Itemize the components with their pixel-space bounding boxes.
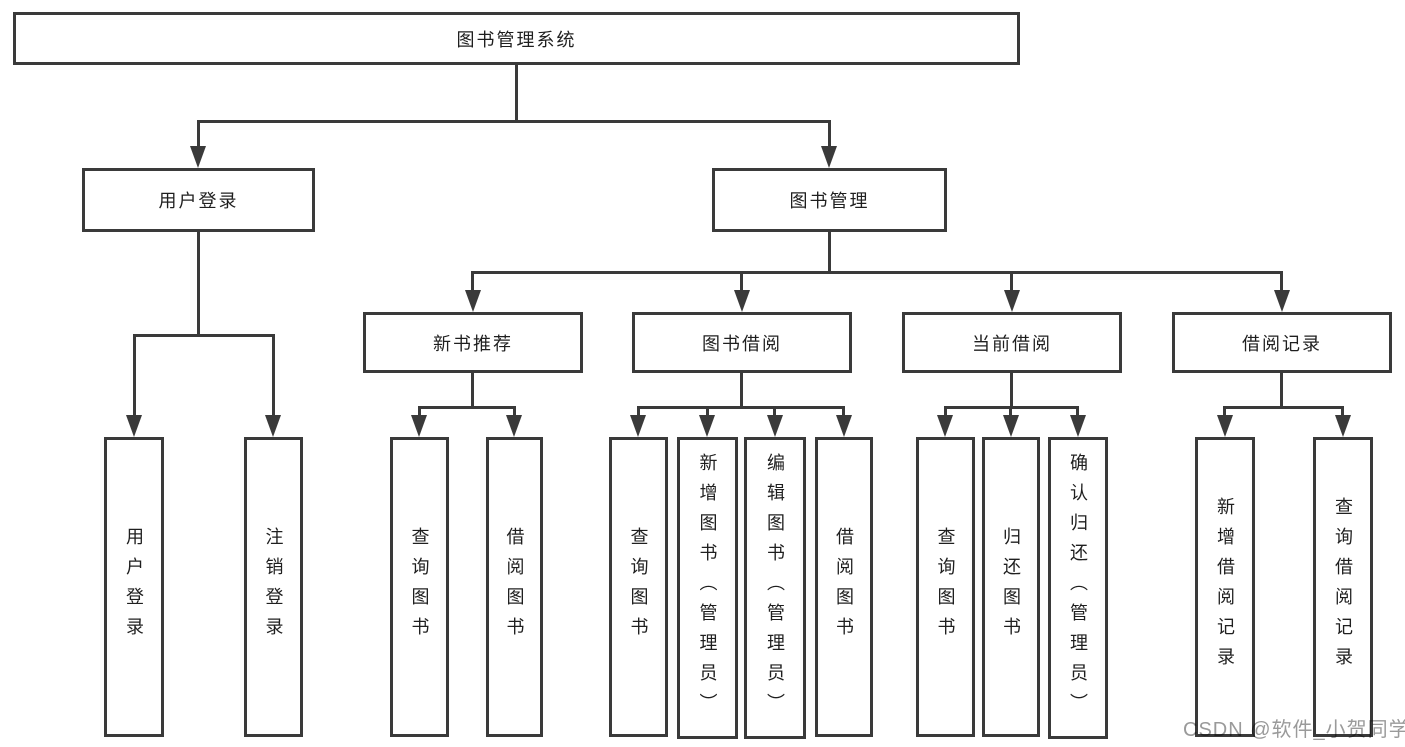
leaf-label: 查询图书 bbox=[935, 527, 956, 647]
node-new-book-recommendation: 新书推荐 bbox=[363, 312, 583, 373]
connector-stem bbox=[1223, 406, 1226, 415]
connector-hline bbox=[1223, 406, 1344, 409]
node-label: 新书推荐 bbox=[433, 333, 513, 354]
leaf-label: 注销登录 bbox=[263, 527, 284, 647]
connector-hline bbox=[637, 406, 845, 409]
leaf-label: 借阅图书 bbox=[504, 527, 525, 647]
connector-stem bbox=[1010, 271, 1013, 290]
leaf-user-login: 用户登录 bbox=[104, 437, 164, 737]
leaf-add-books-admin: 新增图书（管理员） bbox=[677, 437, 738, 739]
leaf-label: 查询图书 bbox=[409, 527, 430, 647]
arrow-down-icon bbox=[506, 415, 522, 437]
leaf-label: 借阅图书 bbox=[834, 527, 854, 647]
arrow-down-icon bbox=[821, 146, 837, 168]
connector-stem bbox=[1076, 406, 1079, 415]
leaf-return-books: 归还图书 bbox=[982, 437, 1040, 737]
connector-stem bbox=[842, 406, 845, 415]
connector-stem bbox=[418, 406, 421, 415]
arrow-down-icon bbox=[1335, 415, 1351, 437]
arrow-down-icon bbox=[937, 415, 953, 437]
node-label: 图书管理系统 bbox=[456, 29, 577, 50]
leaf-borrow-books-borrowing: 借阅图书 bbox=[815, 437, 873, 737]
leaf-label: 新增图书（管理员） bbox=[697, 453, 718, 723]
leaf-query-books-recommend: 查询图书 bbox=[390, 437, 449, 737]
connector-stem bbox=[471, 271, 474, 290]
node-user-login: 用户登录 bbox=[82, 168, 315, 232]
arrow-down-icon bbox=[126, 415, 142, 437]
connector-stem bbox=[773, 406, 776, 415]
arrow-down-icon bbox=[1070, 415, 1086, 437]
node-book-management: 图书管理 bbox=[712, 168, 947, 232]
connector-hline bbox=[418, 406, 516, 409]
arrow-down-icon bbox=[1217, 415, 1233, 437]
node-label: 图书管理 bbox=[789, 191, 870, 211]
connector-stem bbox=[197, 120, 200, 146]
connector-stem bbox=[1280, 271, 1283, 290]
connector-hline bbox=[133, 334, 275, 337]
connector-hline bbox=[197, 120, 831, 123]
arrow-down-icon bbox=[465, 290, 481, 312]
leaf-edit-books-admin: 编辑图书（管理员） bbox=[744, 437, 806, 739]
connector-vline bbox=[1280, 373, 1283, 406]
arrow-down-icon bbox=[767, 415, 783, 437]
node-label: 用户登录 bbox=[158, 191, 239, 211]
leaf-label: 用户登录 bbox=[124, 527, 144, 647]
arrow-down-icon bbox=[836, 415, 852, 437]
leaf-label: 查询借阅记录 bbox=[1333, 497, 1353, 677]
arrow-down-icon bbox=[411, 415, 427, 437]
connector-vline bbox=[471, 373, 474, 406]
connector-stem bbox=[706, 406, 709, 415]
node-root: 图书管理系统 bbox=[13, 12, 1020, 65]
connector-stem bbox=[133, 334, 136, 415]
node-book-borrowing: 图书借阅 bbox=[632, 312, 852, 373]
arrow-down-icon bbox=[734, 290, 750, 312]
leaf-add-borrow-record: 新增借阅记录 bbox=[1195, 437, 1255, 737]
connector-vline bbox=[740, 373, 743, 406]
node-label: 当前借阅 bbox=[972, 333, 1052, 354]
arrow-down-icon bbox=[630, 415, 646, 437]
connector-stem bbox=[513, 406, 516, 415]
connector-vline bbox=[828, 232, 831, 271]
leaf-label: 归还图书 bbox=[1001, 527, 1021, 647]
leaf-label: 编辑图书（管理员） bbox=[765, 453, 785, 723]
connector-vline bbox=[197, 232, 200, 334]
leaf-query-books-borrowing: 查询图书 bbox=[609, 437, 668, 737]
connector-stem bbox=[740, 271, 743, 290]
connector-stem bbox=[828, 120, 831, 146]
arrow-down-icon bbox=[1004, 290, 1020, 312]
arrow-down-icon bbox=[190, 146, 206, 168]
leaf-logout: 注销登录 bbox=[244, 437, 303, 737]
node-label: 图书借阅 bbox=[702, 333, 782, 354]
connector-stem bbox=[272, 334, 275, 415]
leaf-borrow-books-recommend: 借阅图书 bbox=[486, 437, 543, 737]
connector-stem bbox=[1009, 406, 1012, 415]
connector-stem bbox=[944, 406, 947, 415]
watermark: CSDN @软件_小贺同学 bbox=[1183, 719, 1405, 741]
leaf-label: 确认归还（管理员） bbox=[1068, 453, 1088, 723]
connector-vline bbox=[515, 65, 518, 120]
leaf-label: 新增借阅记录 bbox=[1215, 497, 1235, 677]
arrow-down-icon bbox=[1003, 415, 1019, 437]
node-borrowing-records: 借阅记录 bbox=[1172, 312, 1392, 373]
leaf-label: 查询图书 bbox=[628, 527, 649, 647]
leaf-query-books-current: 查询图书 bbox=[916, 437, 975, 737]
arrow-down-icon bbox=[265, 415, 281, 437]
node-label: 借阅记录 bbox=[1242, 333, 1322, 354]
connector-stem bbox=[1341, 406, 1344, 415]
connector-hline bbox=[471, 271, 1283, 274]
connector-stem bbox=[637, 406, 640, 415]
arrow-down-icon bbox=[1274, 290, 1290, 312]
leaf-confirm-return-admin: 确认归还（管理员） bbox=[1048, 437, 1108, 739]
connector-vline bbox=[1010, 373, 1013, 406]
arrow-down-icon bbox=[699, 415, 715, 437]
node-current-borrowing: 当前借阅 bbox=[902, 312, 1122, 373]
leaf-query-borrow-record: 查询借阅记录 bbox=[1313, 437, 1373, 737]
